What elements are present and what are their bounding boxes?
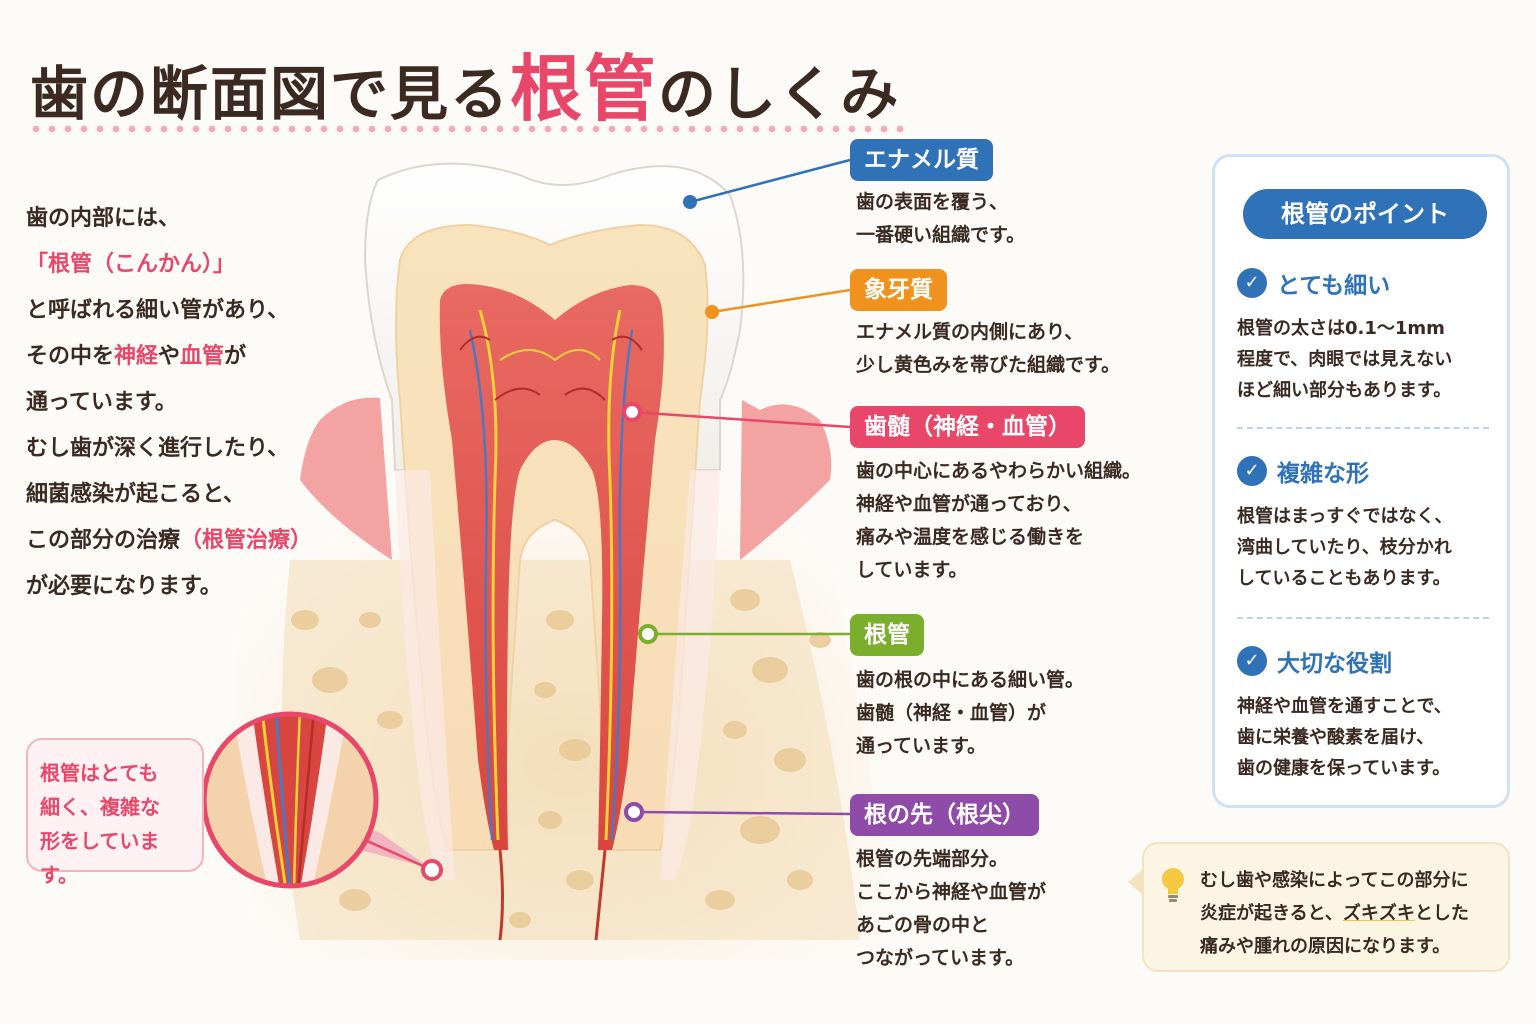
intro-text: この部分の治療: [26, 528, 181, 553]
point-complex-shape: ✓ 複雑な形 根管はまっすぐではなく、 湾曲していたり、枝分かれ していることもあ…: [1237, 453, 1497, 594]
point-line: ほど細い部分もあります。: [1237, 380, 1452, 401]
title-prefix: 歯の断面図で見る: [30, 60, 511, 128]
note-text: とした: [1414, 903, 1469, 924]
intro-accent-blood-vessel: 血管: [180, 344, 225, 369]
point-line: 歯の健康を保っています。: [1237, 758, 1451, 779]
point-body: 神経や血管を通すことで、 歯に栄養や酸素を届け、 歯の健康を保っています。: [1237, 691, 1497, 784]
magnified-canal-detail: [201, 711, 443, 889]
label-root-canal: 根管: [850, 614, 924, 656]
intro-bracket: 「: [26, 252, 49, 277]
gum-tissue: [300, 397, 832, 560]
point-line: していることもあります。: [1237, 568, 1451, 589]
note-text: 炎症が起きると、: [1200, 903, 1343, 924]
note-line: 痛みや腫れの原因になります。: [1200, 936, 1451, 957]
desc-line: 根管の先端部分。: [856, 848, 1009, 870]
desc-enamel: 歯の表面を覆う、 一番硬い組織です。: [856, 186, 1186, 252]
desc-line: 一番硬い組織です。: [856, 224, 1026, 246]
point-line: 程度で、肉眼では見えない: [1237, 349, 1453, 370]
intro-line: 歯の内部には、: [26, 206, 181, 231]
label-dentin: 象牙質: [850, 269, 947, 311]
point-head: ✓ 大切な役割: [1237, 643, 1497, 679]
desc-dentin: エナメル質の内側にあり、 少し黄色みを帯びた組織です。: [856, 316, 1186, 382]
desc-line: 歯の中心にあるやわらかい組織。: [856, 460, 1142, 482]
intro-text: や: [158, 344, 181, 369]
point-title: とても細い: [1277, 273, 1391, 299]
desc-line: 痛みや温度を感じる働きを: [856, 526, 1085, 548]
intro-line: 細菌感染が起こると、: [26, 482, 246, 507]
desc-line: しています。: [856, 559, 968, 581]
point-head: ✓ とても細い: [1237, 265, 1497, 301]
intro-paragraph: 歯の内部には、 「根管（こんかん）」 と呼ばれる細い管があり、 その中を神経や血…: [26, 196, 366, 610]
desc-root-apex: 根管の先端部分。 ここから神経や血管が あごの骨の中と つながっています。: [856, 843, 1186, 975]
point-title: 大切な役割: [1277, 651, 1392, 677]
intro-line: むし歯が深く進行したり、: [26, 436, 290, 461]
note-line: 炎症が起きると、ズキズキとした: [1200, 897, 1494, 930]
desc-line: ここから神経や血管が: [856, 881, 1047, 903]
desc-root-canal: 歯の根の中にある細い管。 歯髄（神経・血管）が 通っています。: [856, 664, 1186, 763]
intro-text: が: [224, 344, 247, 369]
point-line: 根管はまっすぐではなく、: [1237, 506, 1453, 527]
point-body: 根管はまっすぐではなく、 湾曲していたり、枝分かれ していることもあります。: [1237, 501, 1497, 594]
intro-accent-treatment: （根管治療）: [180, 528, 313, 553]
desc-line: あごの骨の中と: [856, 914, 990, 936]
magnifier-callout: 根管はとても 細く、複雑な 形をしています。: [26, 738, 204, 887]
callout-line: 細く、複雑な: [40, 795, 160, 819]
panel-divider: [1237, 427, 1489, 429]
title-accent: 根管: [510, 47, 659, 131]
panel-title: 根管のポイント: [1243, 189, 1487, 239]
desc-line: 少し黄色みを帯びた組織です。: [856, 354, 1121, 376]
note-emphasis: ズキズキ: [1342, 903, 1415, 924]
desc-line: 通っています。: [856, 735, 987, 757]
point-line: 湾曲していたり、枝分かれ: [1237, 537, 1452, 558]
root-canal-points-panel: 根管のポイント ✓ とても細い 根管の太さは0.1〜1mm 程度で、肉眼では見えな…: [1212, 154, 1510, 808]
panel-divider: [1237, 617, 1489, 619]
title-suffix: のしくみ: [658, 60, 901, 128]
leader-lines: [622, 158, 851, 822]
point-line: 神経や血管を通すことで、: [1237, 696, 1452, 717]
point-title: 複雑な形: [1277, 461, 1369, 487]
pulp-and-canals: [439, 284, 664, 941]
page-title: 歯の断面図で見る根管のしくみ: [30, 30, 900, 135]
desc-line: 神経や血管が通っており、: [856, 493, 1082, 515]
desc-line: エナメル質の内側にあり、: [856, 321, 1084, 343]
desc-line: つながっています。: [856, 947, 1025, 969]
point-line: 歯に栄養や酸素を届け、: [1237, 727, 1435, 748]
title-dotted-divider: [28, 124, 908, 134]
intro-line: この部分の治療（根管治療）: [26, 518, 366, 564]
label-pulp: 歯髄（神経・血管）: [850, 406, 1085, 448]
intro-reading: （こんかん）」: [92, 252, 236, 277]
callout-line: 根管はとても: [40, 761, 159, 785]
note-line: むし歯や感染によってこの部分に: [1200, 870, 1469, 891]
desc-line: 歯の表面を覆う、: [856, 191, 1009, 213]
desc-line: 歯髄（神経・血管）が: [856, 702, 1047, 724]
point-head: ✓ 複雑な形: [1237, 453, 1497, 489]
point-body: 根管の太さは0.1〜1mm 程度で、肉眼では見えない ほど細い部分もあります。: [1237, 313, 1497, 406]
intro-line: が必要になります。: [26, 574, 222, 599]
intro-accent-root-canal: 根管: [48, 252, 93, 277]
label-enamel: エナメル質: [850, 139, 993, 181]
desc-line: 歯の根の中にある細い管。: [856, 669, 1085, 691]
intro-line: その中を神経や血管が: [26, 334, 366, 380]
inflammation-note: むし歯や感染によってこの部分に 炎症が起きると、ズキズキとした 痛みや腫れの原因…: [1142, 842, 1510, 972]
lightbulb-icon: [1162, 868, 1184, 902]
point-line: 根管の太さは0.1〜1mm: [1237, 318, 1445, 339]
check-circle-icon: ✓: [1237, 646, 1267, 676]
point-thin: ✓ とても細い 根管の太さは0.1〜1mm 程度で、肉眼では見えない ほど細い部分…: [1237, 265, 1497, 406]
intro-line: 「根管（こんかん）」: [26, 242, 366, 288]
check-circle-icon: ✓: [1237, 456, 1267, 486]
callout-line: 形をしています。: [40, 829, 160, 887]
check-circle-icon: ✓: [1237, 268, 1267, 298]
intro-line: と呼ばれる細い管があり、: [26, 298, 290, 323]
desc-pulp: 歯の中心にあるやわらかい組織。 神経や血管が通っており、 痛みや温度を感じる働き…: [856, 455, 1186, 587]
intro-accent-nerve: 神経: [114, 344, 159, 369]
label-root-apex: 根の先（根尖）: [850, 794, 1039, 836]
note-pointer: [1128, 868, 1144, 896]
intro-text: その中を: [26, 344, 115, 369]
intro-line: 通っています。: [26, 390, 177, 415]
point-important-role: ✓ 大切な役割 神経や血管を通すことで、 歯に栄養や酸素を届け、 歯の健康を保って…: [1237, 643, 1497, 784]
